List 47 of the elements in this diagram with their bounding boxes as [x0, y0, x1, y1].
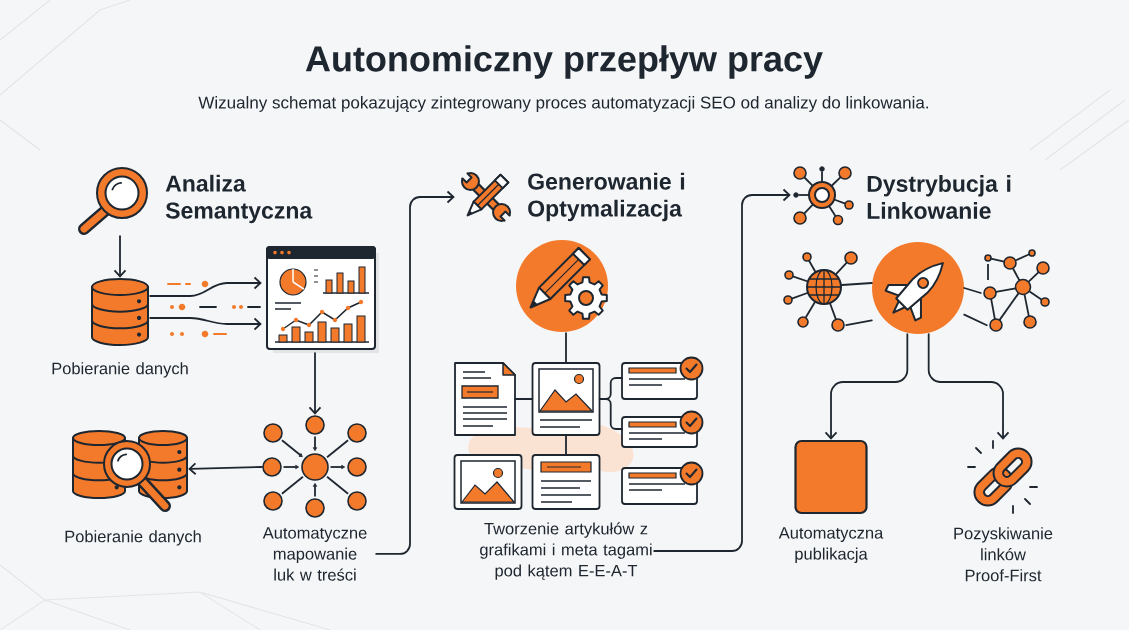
caption: Automatyczne mapowanie luk w treści — [262, 527, 367, 581]
connector-line — [565, 434, 567, 456]
connector-line — [963, 287, 982, 294]
arrow — [308, 352, 322, 415]
section-heading: Dystrybucja i Linkowanie — [867, 175, 1011, 219]
title: Autonomiczny przepływ pracy — [305, 45, 823, 79]
connector-line — [845, 319, 873, 327]
checklist-card — [621, 356, 704, 400]
connector-line — [963, 313, 988, 327]
node-network-icon — [983, 249, 1050, 332]
checklist-card — [621, 461, 704, 505]
network-icon — [793, 166, 854, 226]
document-card — [454, 362, 516, 436]
caption: Tworzenie artykułów z grafikami i meta tagami pod kątem E-E-A-T — [480, 522, 652, 580]
image-card — [453, 454, 523, 510]
arrow — [188, 462, 263, 476]
arrow — [113, 235, 127, 278]
magnifier-icon — [78, 167, 148, 235]
connector-line — [565, 332, 567, 364]
subtitle: Wizualny schemat pokazujący zintegrowany proces automatyzacji SEO od analizy do linkowania. — [198, 96, 928, 112]
node-label: Pobieranie danych — [65, 530, 201, 546]
pencil-gear-icon — [516, 240, 608, 332]
section-heading: Generowanie i Optymalizacja — [528, 172, 685, 222]
connector-line — [598, 398, 623, 430]
text-card — [531, 454, 601, 510]
section-heading: Analiza Semantyczna — [165, 174, 313, 224]
globe-network-icon — [783, 251, 858, 332]
arrow — [927, 333, 1010, 440]
square-tile — [794, 439, 868, 515]
node-network-icon — [262, 415, 367, 518]
rocket-icon — [872, 242, 964, 334]
checklist-card — [621, 410, 704, 448]
connector-line — [514, 398, 534, 400]
arrow — [149, 317, 262, 331]
node-label: Pobieranie danych — [52, 362, 188, 378]
image-card — [531, 362, 601, 436]
database-icon — [91, 278, 149, 346]
node-label: Automatyczna publikacja — [778, 527, 884, 563]
connector-line — [841, 282, 873, 286]
arrow — [149, 276, 262, 297]
tools-icon — [460, 171, 512, 223]
arrow — [824, 333, 909, 440]
chain-link-icon — [967, 440, 1038, 514]
arrow — [375, 190, 455, 555]
arrow — [653, 188, 791, 552]
database-search-icon — [72, 430, 188, 512]
node-label: Pozyskiwanie linków Proof-First — [954, 527, 1053, 582]
